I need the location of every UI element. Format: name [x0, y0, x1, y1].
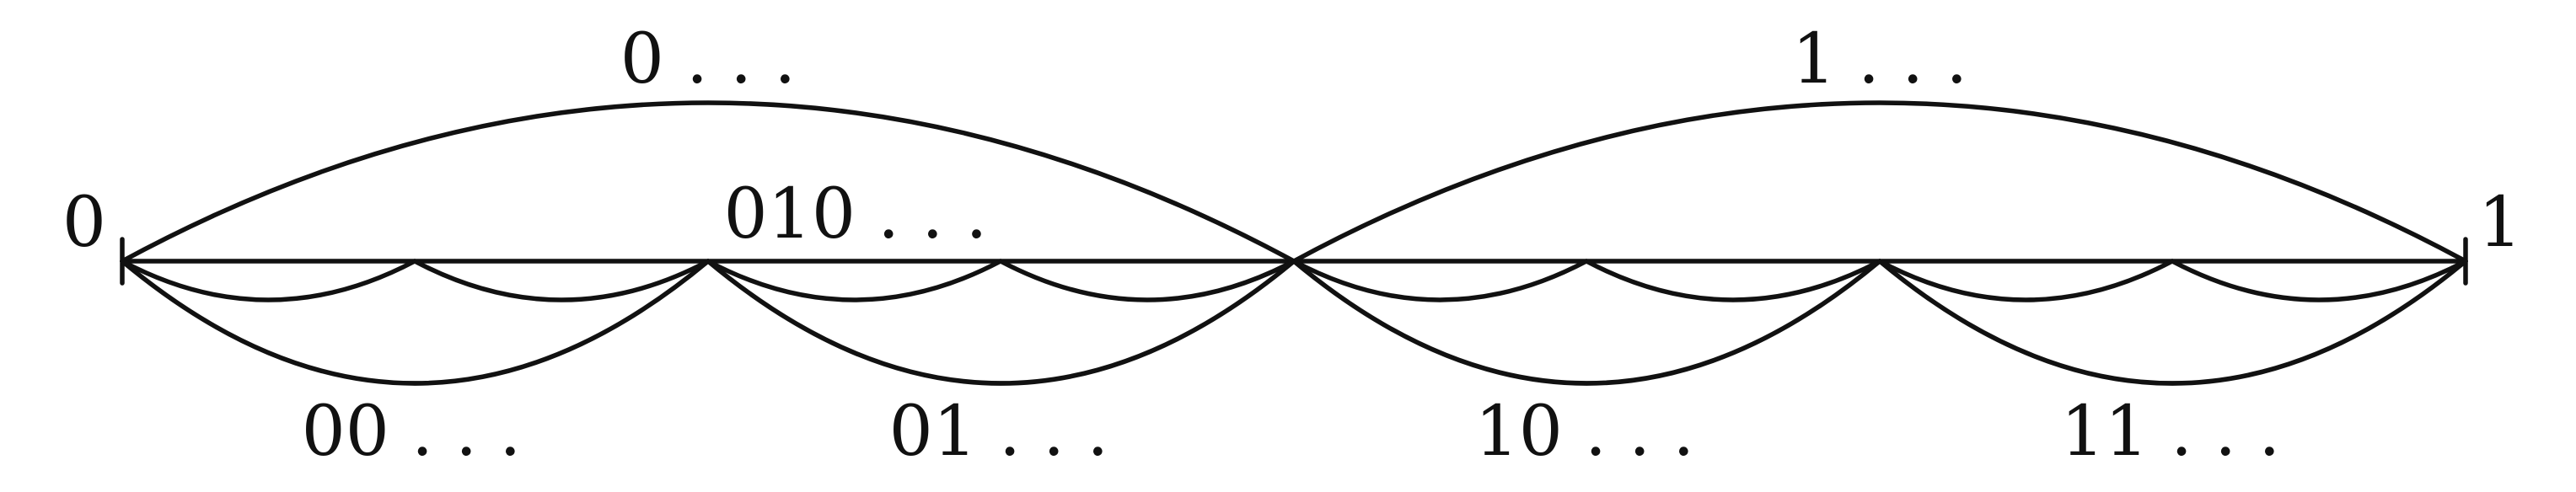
- level2-label-11: 11 . . .: [2061, 392, 2281, 472]
- arc-level3-101: [1584, 259, 1882, 302]
- arc-level1-1: [1291, 100, 2468, 264]
- arc-level3-001: [412, 259, 711, 302]
- arc-level1-0: [120, 100, 1296, 264]
- arc-level2-00: [120, 259, 711, 386]
- arc-level2-11: [1877, 259, 2468, 386]
- arc-level3-011: [998, 259, 1296, 302]
- arc-level3-110: [1877, 259, 2175, 302]
- level2-label-01: 01 . . .: [889, 392, 1109, 472]
- arc-level2-10: [1291, 259, 1882, 386]
- arc-level3-010: [706, 259, 1003, 302]
- level3-annotation-label: 010 . . .: [724, 174, 988, 254]
- level2-label-10: 10 . . .: [1475, 392, 1695, 472]
- endpoint-right-label: 1: [2478, 183, 2522, 263]
- level2-label-00: 00 . . .: [302, 392, 522, 472]
- endpoint-left-label: 0: [62, 183, 106, 263]
- level1-label-0: 0 . . .: [620, 19, 797, 99]
- level1-label-1: 1 . . .: [1792, 19, 1968, 99]
- arc-level2-01: [706, 259, 1296, 386]
- arc-level3-111: [2170, 259, 2468, 302]
- arc-level3-100: [1291, 259, 1589, 302]
- arc-level3-000: [120, 259, 417, 302]
